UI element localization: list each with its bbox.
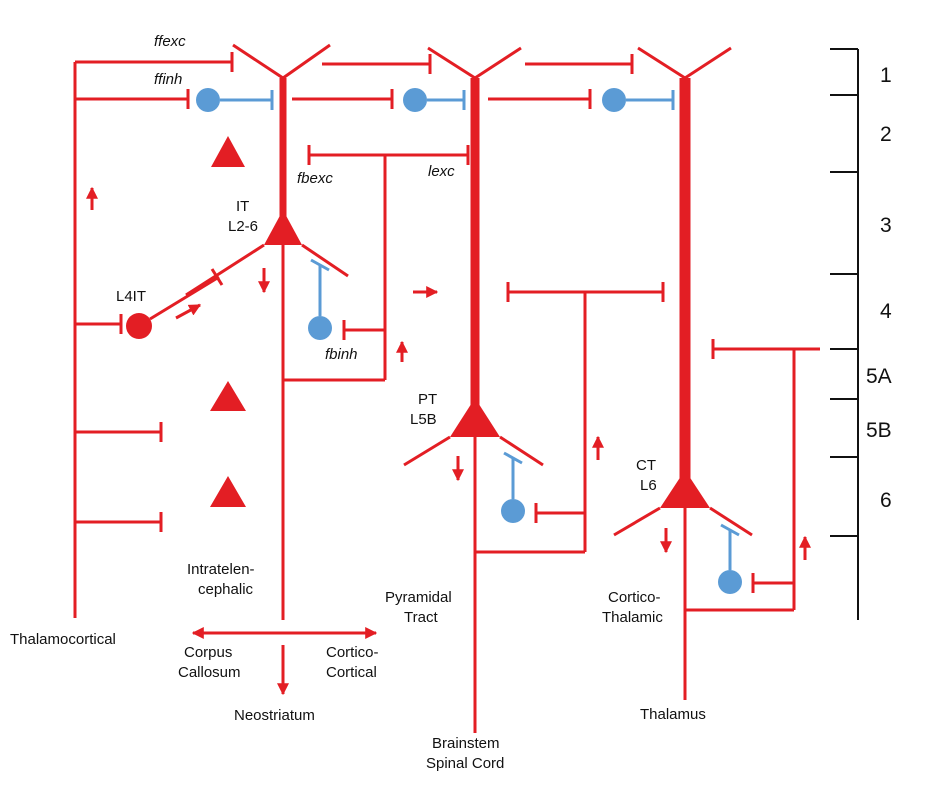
layer-scale: 1 2 3 4 5A 5B 6 xyxy=(830,48,892,620)
ffinh-interneuron-3 xyxy=(602,88,626,112)
thalamocortical-label: Thalamocortical xyxy=(10,631,116,648)
l4it-terminal xyxy=(210,268,224,286)
pt-basal-dendrite-left xyxy=(403,435,451,467)
fbinh-interneuron-ct xyxy=(718,570,742,594)
corpus-callosum-line1: Corpus xyxy=(184,644,232,661)
spinal-cord-label: Spinal Cord xyxy=(426,755,504,772)
l4it-arrow xyxy=(175,303,202,320)
it-label-line1: IT xyxy=(236,198,249,215)
ct-basal-dendrite-left xyxy=(613,506,661,537)
pt-projection-line1: Pyramidal xyxy=(385,589,452,606)
l4it-label: L4IT xyxy=(116,288,146,305)
ct-label-line1: CT xyxy=(636,457,656,474)
it-projection-line1: Intratelen- xyxy=(187,561,255,578)
l4it-neuron xyxy=(126,268,224,339)
it-apical-tuft xyxy=(232,43,331,80)
thalamus-label: Thalamus xyxy=(640,706,706,723)
layer-label-5b: 5B xyxy=(866,419,892,442)
ct-basal-dendrite-right xyxy=(709,506,753,537)
ct-apical-tuft xyxy=(637,46,732,80)
fbinh-terminal-pt xyxy=(503,451,523,465)
layer-label-4: 4 xyxy=(880,300,892,323)
fbexc-label: fbexc xyxy=(297,170,333,187)
pt-label-line1: PT xyxy=(418,391,437,408)
l6-pyramidal-soma xyxy=(210,476,246,507)
layer-label-2: 2 xyxy=(880,123,892,146)
pt-apical-tuft xyxy=(427,46,522,80)
ffinh-label: ffinh xyxy=(154,71,182,88)
pt-basal-dendrite-right xyxy=(499,435,544,467)
thalamocortical-input xyxy=(73,52,234,618)
ct-projection-line1: Cortico- xyxy=(608,589,661,606)
l4it-axon xyxy=(149,275,220,321)
it-neuron xyxy=(185,43,470,696)
pt-label-line2: L5B xyxy=(410,411,437,428)
l5a-pyramidal-soma xyxy=(210,381,246,411)
ffinh-interneuron-2 xyxy=(403,88,427,112)
fbinh-interneuron-pt xyxy=(501,499,525,523)
ffexc-label: ffexc xyxy=(154,33,186,50)
interneurons xyxy=(196,88,742,594)
it-basal-dendrite-left xyxy=(185,243,265,297)
it-soma xyxy=(264,210,302,245)
corpus-callosum-line2: Callosum xyxy=(178,664,241,681)
ct-label-line2: L6 xyxy=(640,477,657,494)
layer-label-1: 1 xyxy=(880,64,892,87)
fbinh-interneuron-it xyxy=(308,316,332,340)
layer-label-5a: 5A xyxy=(866,365,892,388)
l4it-soma xyxy=(126,313,152,339)
pt-soma xyxy=(450,398,500,437)
neostriatum-label: Neostriatum xyxy=(234,707,315,724)
it-basal-dendrite-right xyxy=(301,243,349,278)
ct-projection-line2: Thalamic xyxy=(602,609,663,626)
it-projection-line2: cephalic xyxy=(198,581,254,598)
it-label-line2: L2-6 xyxy=(228,218,258,235)
layer-label-6: 6 xyxy=(880,489,892,512)
ct-neuron xyxy=(613,46,820,700)
pt-neuron xyxy=(403,46,665,733)
inter-column-connections xyxy=(292,54,634,109)
lexc-label: lexc xyxy=(428,163,455,180)
cortico-cortical-line1: Cortico- xyxy=(326,644,379,661)
ffinh-interneuron-1 xyxy=(196,88,220,112)
fbinh-terminal-ct xyxy=(720,523,740,537)
fbinh-terminal-it xyxy=(310,258,330,272)
layer-label-3: 3 xyxy=(880,214,892,237)
pt-projection-line2: Tract xyxy=(404,609,438,626)
l2-pyramidal-soma xyxy=(211,136,245,167)
ct-soma xyxy=(660,470,710,508)
brainstem-label: Brainstem xyxy=(432,735,500,752)
cortico-cortical-line2: Cortical xyxy=(326,664,377,681)
fbinh-label: fbinh xyxy=(325,346,358,363)
